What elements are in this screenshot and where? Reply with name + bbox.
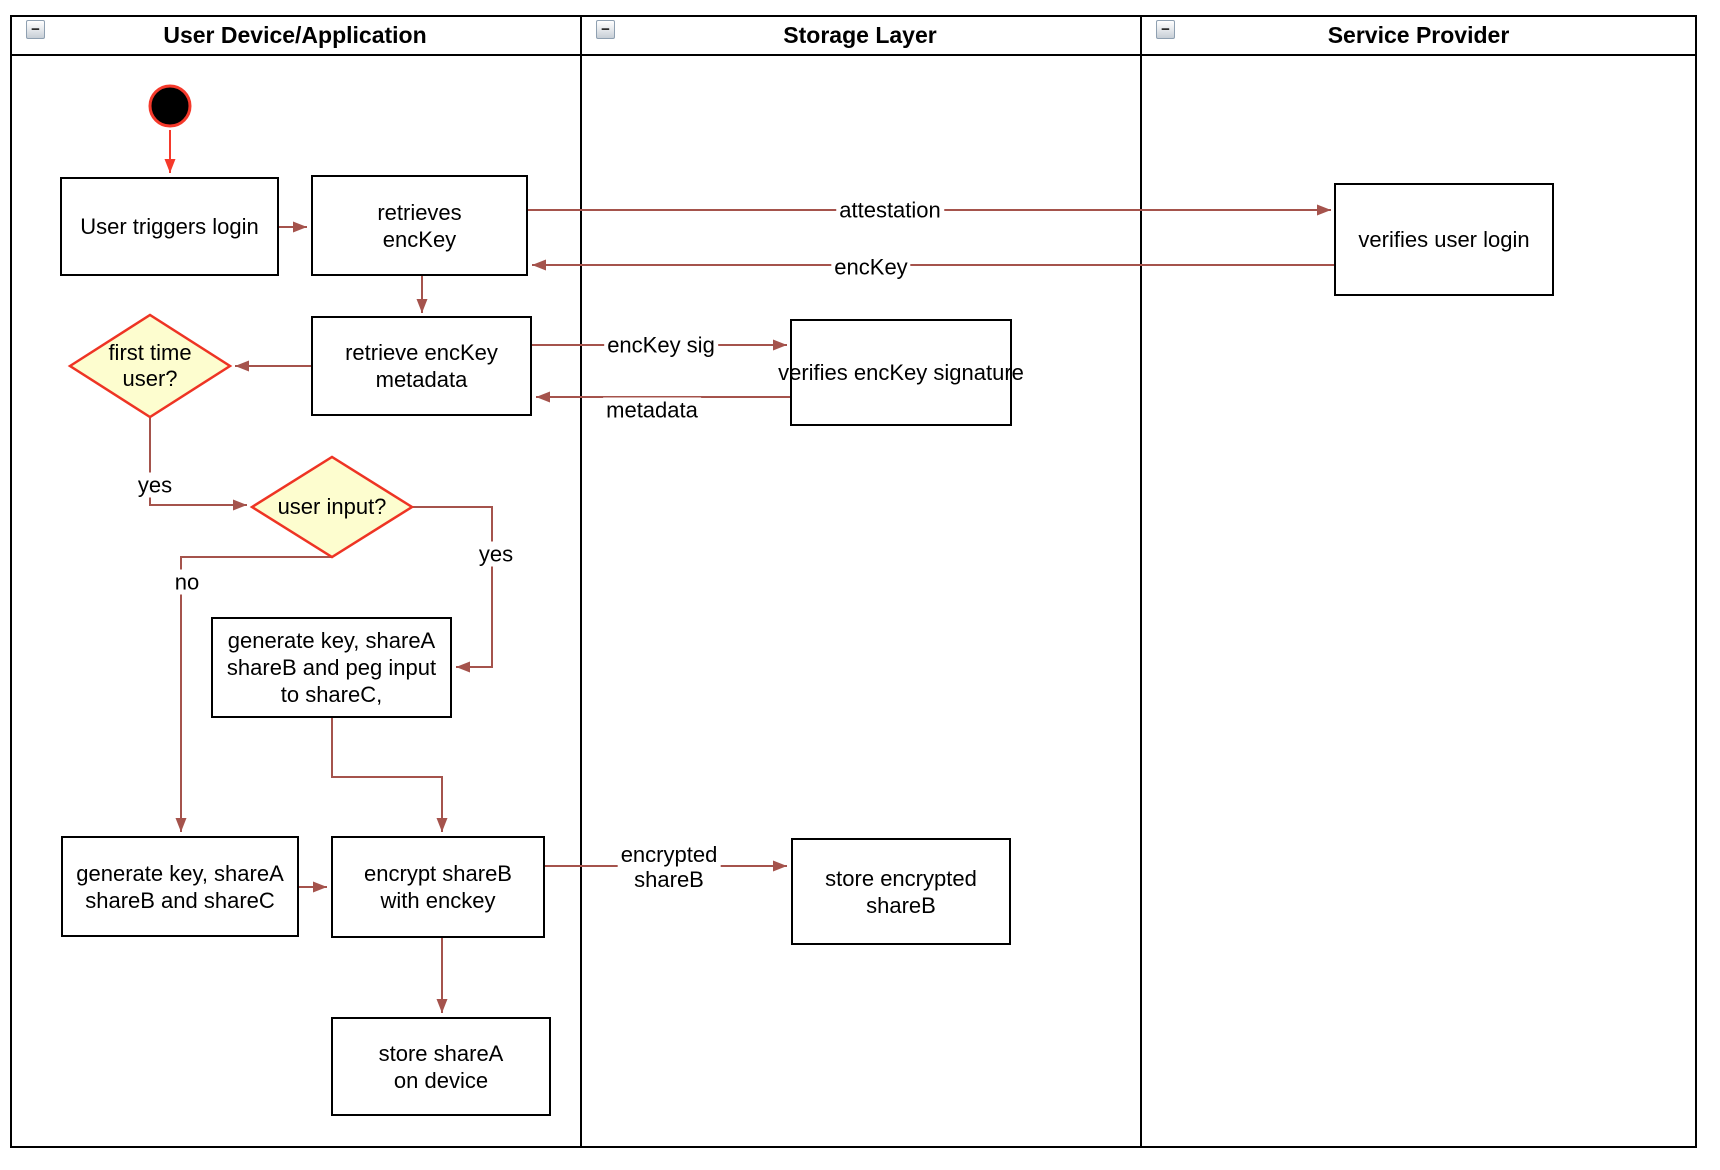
lane-title-text: Service Provider — [1327, 21, 1510, 48]
node-encrypt-shareb[interactable]: encrypt shareB with enckey — [331, 836, 545, 938]
node-retrieve-enckey-metadata[interactable]: retrieve encKey metadata — [311, 316, 532, 416]
collapse-lane-3-button[interactable]: − — [1156, 20, 1175, 39]
edge-label-user-input-no: no — [171, 569, 203, 595]
lane-divider-1 — [580, 15, 582, 1148]
minus-icon: − — [31, 21, 40, 38]
user-input-label: user input? — [277, 494, 387, 519]
minus-icon: − — [1161, 21, 1170, 38]
lane-header-user-device[interactable]: User Device/Application — [10, 15, 580, 55]
lane-title-text: Storage Layer — [783, 21, 937, 48]
header-separator — [10, 54, 1697, 56]
node-generate-key-shares[interactable]: generate key, shareA shareB and shareC — [61, 836, 299, 937]
edge-label-metadata: metadata — [603, 397, 701, 423]
lane-header-service-provider[interactable]: Service Provider — [1140, 15, 1697, 55]
node-verifies-enckey-signature[interactable]: verifies encKey signature — [778, 319, 1024, 426]
node-verifies-user-login[interactable]: verifies user login — [1334, 183, 1554, 296]
node-retrieves-enckey[interactable]: retrieves encKey — [311, 175, 528, 276]
node-store-encrypted-shareb[interactable]: store encrypted shareB — [791, 838, 1011, 945]
collapse-lane-1-button[interactable]: − — [26, 20, 45, 39]
lane-divider-2 — [1140, 15, 1142, 1148]
edge-label-user-input-yes: yes — [475, 541, 517, 567]
edge-label-attestation: attestation — [836, 197, 944, 223]
node-store-sharea[interactable]: store shareA on device — [331, 1017, 551, 1116]
edge-label-encrypted-shareb: encrypted shareB — [617, 842, 721, 892]
node-user-triggers-login[interactable]: User triggers login — [60, 177, 279, 276]
minus-icon: − — [601, 21, 610, 38]
edge-label-enckey: encKey — [831, 254, 911, 280]
node-generate-key-peg[interactable]: generate key, shareA shareB and peg inpu… — [211, 617, 452, 718]
lane-header-storage-layer[interactable]: Storage Layer — [580, 15, 1140, 55]
edge-label-enckey-sig: encKey sig — [604, 332, 718, 358]
first-time-user-label: first time user? — [108, 340, 192, 391]
collapse-lane-2-button[interactable]: − — [596, 20, 615, 39]
lane-title-text: User Device/Application — [163, 21, 427, 48]
edge-label-first-time-yes: yes — [134, 472, 176, 498]
